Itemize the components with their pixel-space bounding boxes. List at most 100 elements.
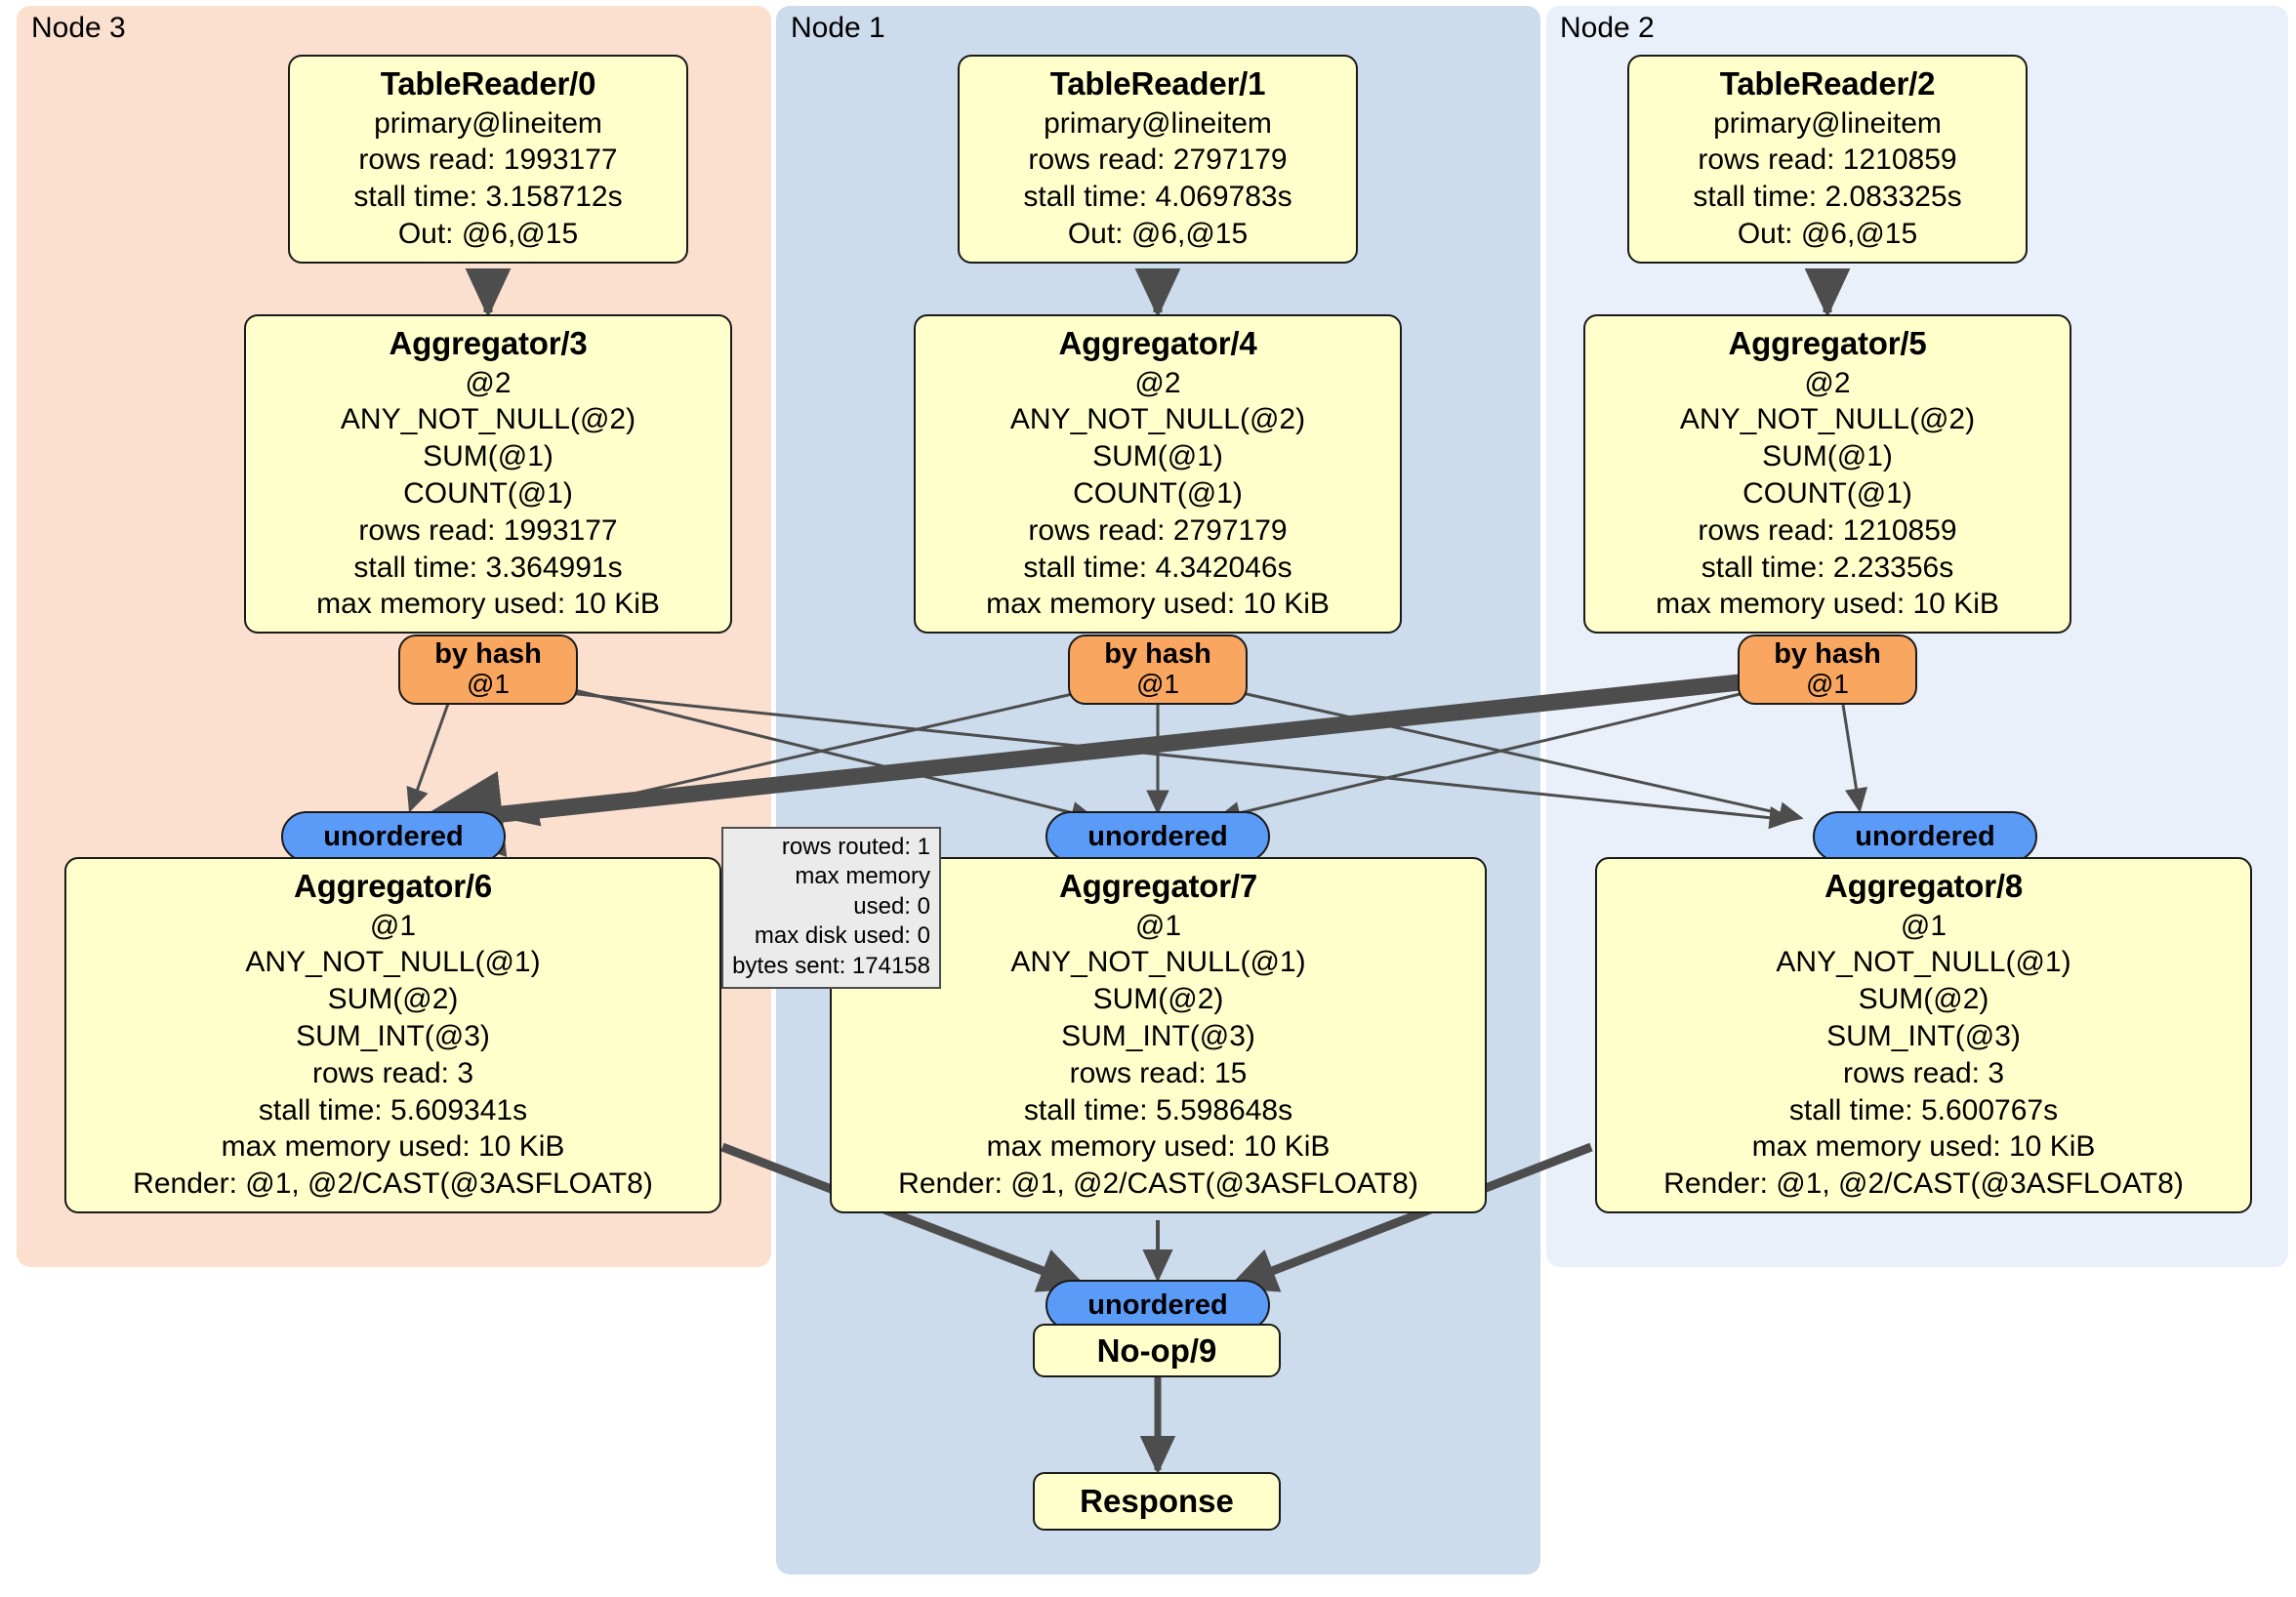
- node-line: SUM_INT(@3): [1826, 1019, 2021, 1052]
- node-title: Aggregator/4: [1058, 325, 1257, 361]
- node-line: max memory used: 10 KiB: [221, 1130, 565, 1164]
- node-line: Out: @6,@15: [1067, 217, 1249, 250]
- node-line: ANY_NOT_NULL(@1): [1010, 946, 1306, 979]
- node-line: ANY_NOT_NULL(@2): [340, 403, 636, 436]
- hash-router-label: by hash: [1104, 638, 1211, 671]
- node-line: stall time: 2.23356s: [1701, 551, 1954, 584]
- node-line: stall time: 4.342046s: [1023, 551, 1292, 584]
- node-tablereader-2[interactable]: TableReader/2 primary@lineitem rows read…: [1627, 55, 2028, 264]
- node-line: COUNT(@1): [1073, 476, 1243, 510]
- node-line: max memory used: 10 KiB: [986, 588, 1330, 621]
- node-line: stall time: 5.609341s: [258, 1093, 528, 1126]
- node-line: rows read: 3: [311, 1056, 474, 1089]
- hash-router-5[interactable]: by hash @1: [1738, 635, 1917, 705]
- node-line: Render: @1, @2/CAST(@3ASFLOAT8): [1663, 1167, 2184, 1201]
- node-title: No-op/9: [1096, 1331, 1217, 1369]
- node-line: SUM(@2): [1858, 983, 1989, 1016]
- node-line: primary@lineitem: [374, 106, 602, 140]
- node-line: max memory used: 10 KiB: [1751, 1130, 2096, 1164]
- tooltip-line: max disk used: 0: [754, 922, 930, 950]
- node-line: rows read: 1993177: [358, 513, 618, 547]
- node-line: ANY_NOT_NULL(@2): [1679, 403, 1976, 436]
- node-line: stall time: 2.083325s: [1693, 181, 1962, 214]
- node-line: rows read: 15: [1069, 1056, 1248, 1089]
- node-line: SUM(@2): [1092, 983, 1224, 1016]
- node-aggregator-3[interactable]: Aggregator/3 @2 ANY_NOT_NULL(@2) SUM(@1)…: [244, 314, 732, 635]
- node-line: SUM(@1): [423, 440, 554, 473]
- node-title: Aggregator/7: [1059, 868, 1257, 904]
- node-line: stall time: 4.069783s: [1023, 181, 1292, 214]
- node-line: SUM_INT(@3): [1061, 1019, 1255, 1052]
- node-line: @1: [1134, 909, 1182, 942]
- node-tablereader-0[interactable]: TableReader/0 primary@lineitem rows read…: [288, 55, 688, 264]
- node-line: rows read: 1210859: [1698, 143, 1957, 177]
- hash-router-label: by hash: [434, 638, 542, 671]
- cluster-label-node-2: Node 2: [1560, 12, 1655, 44]
- tooltip-line: rows routed: 1: [781, 834, 930, 860]
- node-line: Out: @6,@15: [1737, 217, 1918, 250]
- node-line: stall time: 5.598648s: [1023, 1093, 1293, 1126]
- hash-router-label: by hash: [1774, 638, 1881, 671]
- node-aggregator-6[interactable]: Aggregator/6 @1 ANY_NOT_NULL(@1) SUM(@2)…: [64, 857, 721, 1213]
- node-line: stall time: 3.158712s: [353, 181, 623, 214]
- node-line: max memory used: 10 KiB: [986, 1130, 1331, 1164]
- hash-router-column: @1: [1136, 668, 1179, 699]
- node-line: max memory used: 10 KiB: [316, 588, 660, 621]
- node-title: Aggregator/3: [389, 325, 588, 361]
- node-aggregator-4[interactable]: Aggregator/4 @2 ANY_NOT_NULL(@2) SUM(@1)…: [914, 314, 1402, 635]
- node-line: SUM(@2): [327, 983, 459, 1016]
- node-line: stall time: 3.364991s: [353, 551, 623, 584]
- node-line: SUM(@1): [1762, 440, 1893, 473]
- node-aggregator-5[interactable]: Aggregator/5 @2 ANY_NOT_NULL(@2) SUM(@1)…: [1583, 314, 2071, 635]
- node-line: COUNT(@1): [403, 476, 573, 510]
- node-line: rows read: 3: [1842, 1056, 2005, 1089]
- node-line: COUNT(@1): [1742, 476, 1912, 510]
- cluster-label-node-1: Node 1: [791, 12, 885, 44]
- node-line: @2: [1804, 366, 1851, 399]
- node-line: rows read: 2797179: [1028, 143, 1288, 177]
- node-line: SUM_INT(@3): [296, 1019, 490, 1052]
- hash-router-column: @1: [1806, 668, 1849, 699]
- node-line: rows read: 1993177: [358, 143, 618, 177]
- node-line: SUM(@1): [1092, 440, 1223, 473]
- node-tablereader-1[interactable]: TableReader/1 primary@lineitem rows read…: [958, 55, 1358, 264]
- node-line: ANY_NOT_NULL(@1): [245, 946, 541, 979]
- node-title: Aggregator/6: [294, 868, 492, 904]
- node-title: Aggregator/8: [1824, 868, 2023, 904]
- hash-router-4[interactable]: by hash @1: [1068, 635, 1248, 705]
- unordered-label: unordered: [1087, 820, 1228, 852]
- node-title: TableReader/1: [1049, 65, 1266, 102]
- unordered-label: unordered: [323, 820, 464, 852]
- unordered-label: unordered: [1087, 1289, 1228, 1321]
- node-line: stall time: 5.600767s: [1788, 1093, 2059, 1126]
- node-title: TableReader/2: [1719, 65, 1936, 102]
- node-title: TableReader/0: [380, 65, 596, 102]
- node-line: rows read: 2797179: [1028, 513, 1288, 547]
- unordered-synchronizer-6[interactable]: unordered: [281, 811, 506, 862]
- tooltip-line: bytes sent: 174158: [732, 952, 930, 979]
- node-response[interactable]: Response: [1033, 1472, 1281, 1531]
- node-line: @1: [1900, 909, 1948, 942]
- node-line: Out: @6,@15: [397, 217, 579, 250]
- node-aggregator-8[interactable]: Aggregator/8 @1 ANY_NOT_NULL(@1) SUM(@2)…: [1595, 857, 2252, 1213]
- node-line: primary@lineitem: [1713, 106, 1942, 140]
- node-line: max memory used: 10 KiB: [1656, 588, 1999, 621]
- node-noop-9[interactable]: No-op/9: [1033, 1324, 1281, 1377]
- node-title: Aggregator/5: [1728, 325, 1927, 361]
- cluster-label-node-3: Node 3: [31, 12, 126, 44]
- node-title: Response: [1080, 1483, 1234, 1519]
- node-line: @1: [369, 909, 417, 942]
- unordered-label: unordered: [1855, 820, 1995, 852]
- node-line: rows read: 1210859: [1698, 513, 1957, 547]
- hash-router-column: @1: [467, 668, 510, 699]
- unordered-synchronizer-7[interactable]: unordered: [1046, 811, 1270, 862]
- node-line: primary@lineitem: [1044, 106, 1272, 140]
- node-line: @2: [465, 366, 512, 399]
- node-line: Render: @1, @2/CAST(@3ASFLOAT8): [898, 1167, 1418, 1201]
- node-line: ANY_NOT_NULL(@1): [1776, 946, 2071, 979]
- node-line: ANY_NOT_NULL(@2): [1009, 403, 1306, 436]
- node-line: @2: [1134, 366, 1181, 399]
- hash-router-3[interactable]: by hash @1: [398, 635, 578, 705]
- unordered-synchronizer-8[interactable]: unordered: [1813, 811, 2037, 862]
